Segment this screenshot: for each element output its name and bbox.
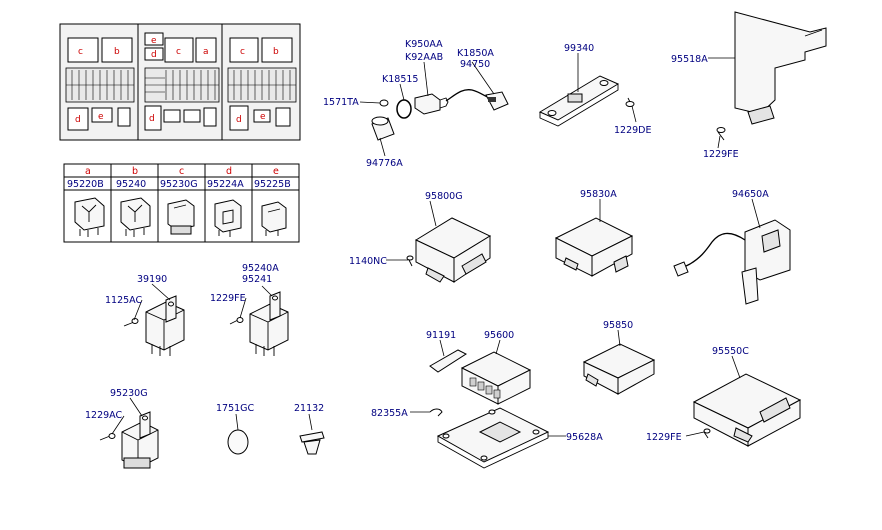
fuse-box-cell-2: e [151,36,157,46]
fuse-box-cell-9: d [149,114,155,124]
callout-21132: 21132 [294,403,324,414]
callout-K92AAB: K92AAB [405,52,443,63]
fuse-box-cell-1: b [114,47,120,57]
relay-icon-a [74,197,105,237]
callout-95600: 95600 [484,330,514,341]
leader-lines [111,53,761,437]
callout-94750: 94750 [460,59,490,70]
plate-95518A [716,11,827,141]
callout-95518A: 95518A [671,54,708,65]
callout-94776A: 94776A [366,158,403,169]
callout-94650A: 94650A [732,189,769,200]
callout-95550C: 95550C [712,346,749,357]
callout-99340: 99340 [564,43,594,54]
relay-table-letter-0: a [85,166,91,177]
fuse-box-cell-8: e [98,112,104,122]
grommet-1751GC [227,429,249,455]
callout-91191: 91191 [426,330,456,341]
callout-1229DE: 1229DE [614,125,652,136]
callout-K18515: K18515 [382,74,418,85]
relay-icon-e [261,201,287,236]
relay-icon-c [167,199,195,235]
module-95850 [582,343,656,395]
sensor-connector-group [371,89,509,141]
callout-1229FE-b: 1229FE [210,293,246,304]
sensor-94650A [673,219,791,305]
fuse-box-cell-0: c [78,47,83,57]
callout-1125AC: 1125AC [105,295,143,306]
callout-K1850A: K1850A [457,48,494,59]
callout-1229FE-a: 1229FE [703,149,739,160]
fuse-box-cell-6: b [273,47,279,57]
relay-icon-b [120,197,151,237]
bracket-95628A [429,407,550,469]
callout-1751GC: 1751GC [216,403,255,414]
fuse-box-cell-4: a [203,47,209,57]
tape-91191 [429,349,468,373]
callout-39190: 39190 [137,274,167,285]
callout-82355A: 82355A [371,408,408,419]
relay-table-letter-4: e [273,166,279,177]
bracket-99340 [538,75,635,127]
relay-icon-d [214,199,242,237]
callout-1229FE-c: 1229FE [646,432,682,443]
module-95830A [554,217,634,277]
relay-table-code-4: 95225B [254,179,291,190]
callout-1229AC: 1229AC [85,410,123,421]
relay-table-code-3: 95224A [207,179,244,190]
fuse-box-cell-5: c [240,47,245,57]
fuse-box-cell-11: e [260,112,266,122]
ecu-95550C [692,373,802,447]
ecu-95600 [460,351,532,405]
fuse-box-cell-7: d [75,115,81,125]
callout-95230G: 95230G [110,388,148,399]
callout-95850: 95850 [603,320,633,331]
clip-21132 [299,431,325,455]
relay-95230G [99,411,159,469]
relay-table-letter-3: d [226,166,232,177]
callout-95241: 95241 [242,274,272,285]
relay-table-code-1: 95240 [116,179,146,190]
callout-1571TA: 1571TA [323,97,359,108]
relay-39190 [123,295,185,356]
callout-K950AA: K950AA [405,39,443,50]
callout-1140NC: 1140NC [349,256,387,267]
callout-95800G: 95800G [425,191,463,202]
relay-table-letter-2: c [179,166,184,177]
callout-95240A: 95240A [242,263,279,274]
relay-table: a b c d e 95220B 95240 95230G 95224A 952… [63,163,300,243]
fuse-box-cell-3: c [176,47,181,57]
relay-table-code-0: 95220B [67,179,104,190]
module-95800G [406,217,492,283]
callout-95628A: 95628A [566,432,603,443]
relay-table-letter-1: b [132,166,138,177]
relay-table-code-2: 95230G [160,179,198,190]
junction-box-drawing: c b e c a c b d e d d e d [59,23,301,141]
fuse-box-cell-12: d [236,115,242,125]
fuse-box-cell-10: d [151,50,157,60]
relay-95240A [229,291,289,356]
callout-95830A: 95830A [580,189,617,200]
